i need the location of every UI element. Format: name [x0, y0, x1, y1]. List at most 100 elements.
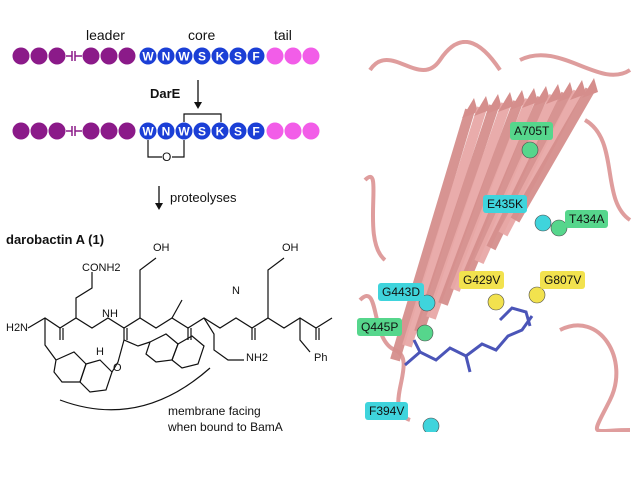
mutation-label-e435k: E435K [483, 195, 528, 213]
mutation-label-a705t: A705T [510, 122, 554, 140]
strand-arrowhead [546, 84, 562, 104]
mutation-site-e435k [534, 214, 552, 232]
core-residue [157, 122, 175, 140]
mutation-label-f394v: F394V [365, 402, 409, 420]
beta-strand [486, 91, 571, 251]
oh-label-1: OH [153, 242, 170, 254]
mutation-site-f394v [422, 417, 440, 432]
leader-residue [100, 47, 118, 65]
core-residue [157, 47, 175, 65]
tail-residue [302, 122, 320, 140]
darobactin-ligand [404, 306, 534, 373]
core-residue [193, 47, 211, 65]
leader-residue [30, 47, 48, 65]
leader-residue [12, 47, 30, 65]
tail-residue [266, 47, 284, 65]
beta-strand [510, 87, 595, 223]
core-residue-letter: S [198, 125, 206, 139]
core-residue [229, 122, 247, 140]
tail-label: tail [274, 27, 292, 43]
strand-arrowhead [522, 88, 538, 108]
core-residue-letter: K [216, 50, 225, 64]
core-residue [211, 122, 229, 140]
core-residue-letter: S [234, 50, 242, 64]
mutation-label-g807v: G807V [540, 271, 586, 289]
leader-residue [100, 122, 118, 140]
leader-residue [12, 122, 30, 140]
mutation-label-q445p: Q445P [357, 318, 403, 336]
tail-residue [284, 47, 302, 65]
core-residue-letter: F [252, 125, 259, 139]
beta-strand [390, 108, 475, 362]
beta-strand [438, 100, 523, 306]
ether-o-atom: O [113, 362, 122, 374]
compound-name: darobactin A [6, 232, 85, 247]
proteolysis-label: proteolyses [170, 190, 237, 205]
mutation-site-t434a [550, 219, 568, 237]
leader-residue [48, 47, 66, 65]
leader-residue [30, 122, 48, 140]
strand-arrowhead [474, 96, 490, 116]
indole-h-label: H [96, 346, 104, 358]
conh2-label: CONH2 [82, 262, 121, 274]
core-residue-letter: K [216, 125, 225, 139]
phe-label: Ph [314, 352, 328, 364]
protein-loops [358, 40, 632, 432]
strand-arrowhead [582, 78, 598, 98]
core-residue-letter: N [162, 125, 171, 139]
mutation-site-g429v [487, 293, 505, 311]
h2n-label: H2N [6, 322, 29, 334]
ether-o-label: O [162, 150, 172, 164]
leader-residue [118, 122, 136, 140]
mutation-label-g429v: G429V [459, 271, 505, 289]
core-residue [247, 47, 265, 65]
membrane-note-line1: membrane facing [168, 404, 261, 418]
ether-crosslink [147, 140, 162, 158]
nh-label-1: NH [102, 308, 118, 320]
oh-label-2: OH [282, 242, 299, 254]
core-residue [193, 122, 211, 140]
tail-residue [284, 122, 302, 140]
core-residue-letter: W [178, 50, 190, 64]
mutation-label-g443d: G443D [378, 283, 425, 301]
core-residue-letter: S [234, 125, 242, 139]
leader-residue [82, 47, 100, 65]
core-residue [139, 122, 157, 140]
leader-residue [48, 122, 66, 140]
core-residue-letter: W [178, 125, 190, 139]
core-residue-letter: N [162, 50, 171, 64]
beta-strand [414, 104, 499, 334]
leader-residue [82, 122, 100, 140]
tail-residue [266, 122, 284, 140]
nh2-label: NH2 [246, 352, 269, 364]
core-residue [229, 47, 247, 65]
beta-strand [426, 102, 511, 320]
compound-title: darobactin A (1) [6, 232, 105, 247]
core-residue-letter: S [198, 50, 206, 64]
strand-arrowhead [534, 86, 550, 106]
leader-residue [118, 47, 136, 65]
core-residue-letter: W [142, 125, 154, 139]
core-residue [247, 122, 265, 140]
mutation-site-q445p [416, 324, 434, 342]
tail-residue [302, 47, 320, 65]
core-residue-letter: F [252, 50, 259, 64]
mutation-site-a705t [521, 141, 539, 159]
core-residue [139, 47, 157, 65]
core-residue [175, 122, 193, 140]
darobactin-structure [27, 257, 333, 411]
n-label: N [232, 285, 240, 297]
leader-label: leader [86, 27, 125, 43]
compound-number: 1 [92, 232, 100, 247]
core-label: core [188, 27, 216, 43]
core-residue [175, 47, 193, 65]
c-c-crosslink [183, 113, 222, 122]
strand-arrowhead [510, 90, 526, 110]
core-residue-letter: W [142, 50, 154, 64]
mutation-site-g807v [528, 286, 546, 304]
strand-arrowhead [486, 94, 502, 114]
